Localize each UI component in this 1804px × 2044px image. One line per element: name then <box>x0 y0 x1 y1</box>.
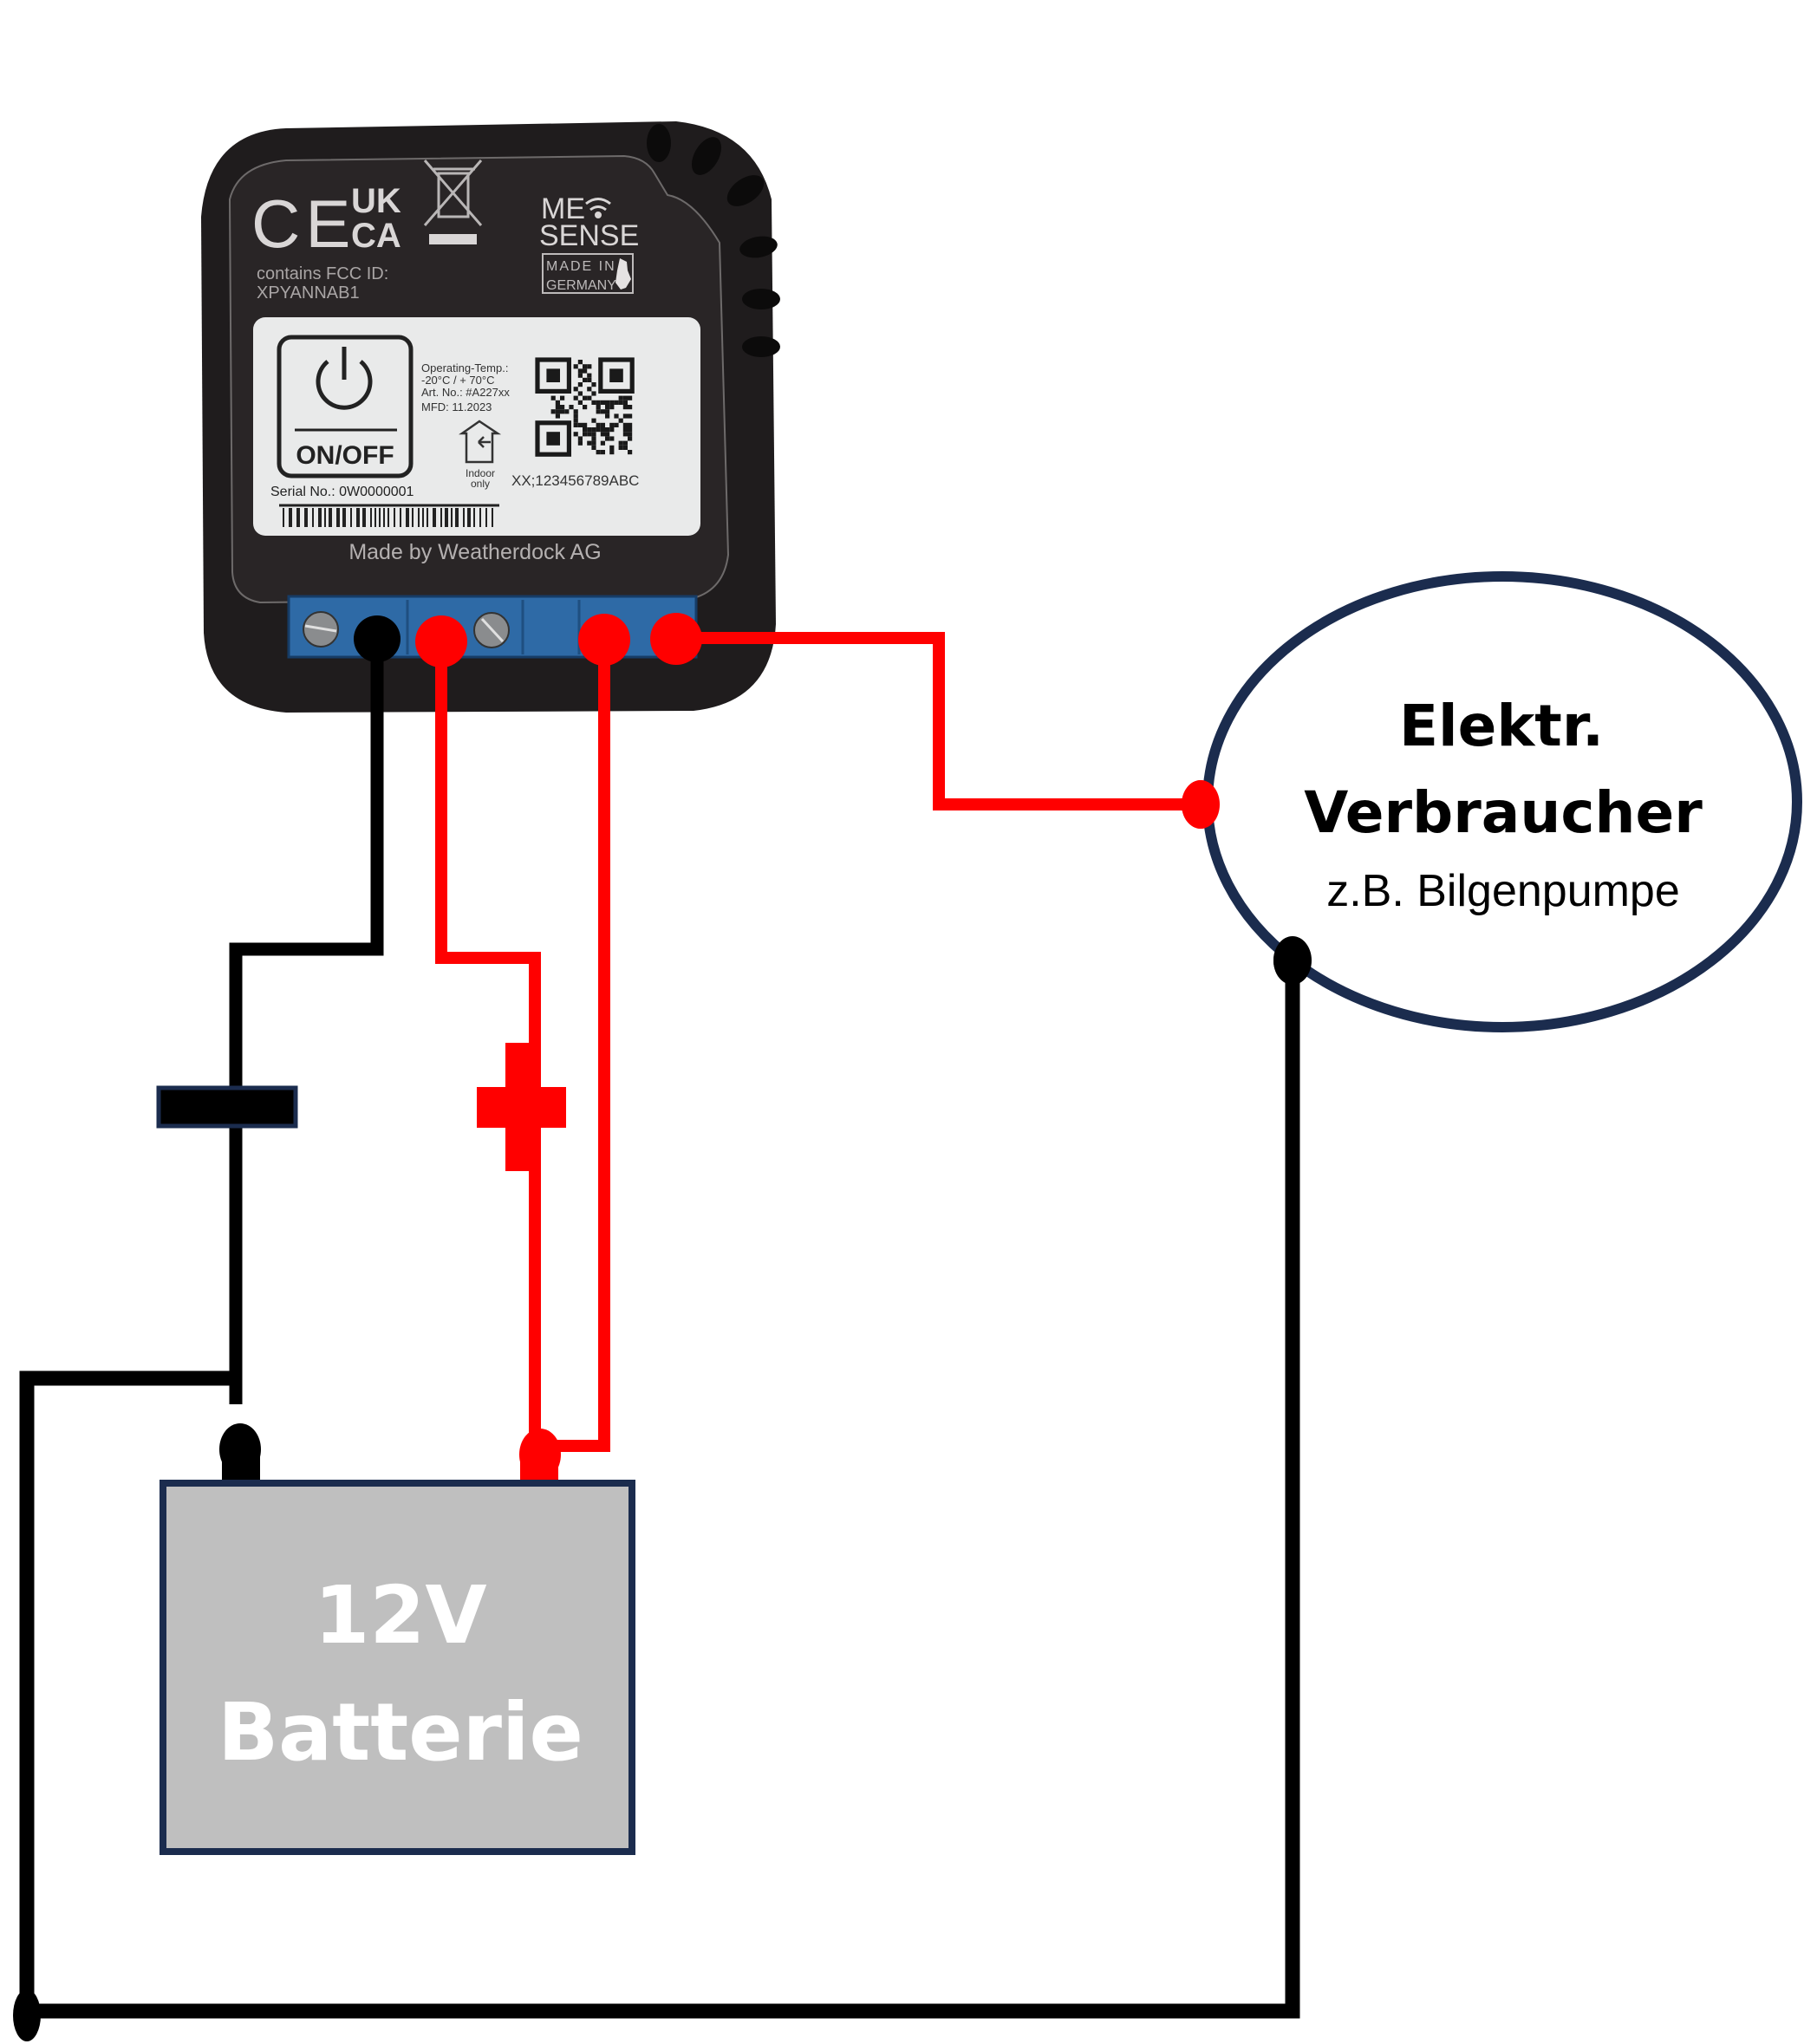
brand-line2: SENSE <box>539 219 639 252</box>
made-in-line1: MADE IN <box>546 259 616 274</box>
plus-symbol <box>477 1043 566 1171</box>
vent-slots <box>647 124 780 357</box>
crossed-out-bin-icon <box>423 159 483 244</box>
label-background <box>253 317 700 536</box>
operating-temp-value: -20°C / + 70°C <box>421 374 494 387</box>
power-button-frame <box>277 335 414 478</box>
brand-line1: ME <box>541 192 585 225</box>
ce-mark: CE <box>251 186 355 262</box>
wire-negative-device <box>229 633 384 1404</box>
minus-symbol <box>156 1085 298 1129</box>
battery-minus-terminal <box>219 1423 261 1481</box>
wire-positive-device-a <box>435 637 541 1448</box>
terminal-block <box>287 595 698 659</box>
qr-code <box>535 357 635 457</box>
wifi-icon <box>585 198 611 218</box>
power-button-text: ON/OFF <box>296 441 394 470</box>
ukca-mark-line2: CA <box>351 217 401 255</box>
made-in-line2: GERMANY <box>546 278 616 293</box>
product-label: ON/OFF Operating-Temp.: -20°C / + 70°C A… <box>253 317 700 536</box>
article-number: Art. No.: #A227xx <box>421 386 510 399</box>
dot-device-negative <box>354 615 401 662</box>
manufacturer-text: Made by Weatherdock AG <box>348 540 601 564</box>
terminal-screw-4 <box>473 612 510 648</box>
fcc-line1: contains FCC ID: <box>257 264 388 283</box>
barcode <box>283 508 493 527</box>
dot-load-plus-top <box>1182 780 1220 829</box>
germany-map-icon <box>615 258 631 290</box>
mac-address: XX;123456789ABC <box>511 472 639 489</box>
dot-device-positive-a <box>415 615 467 667</box>
terminal-screw-1 <box>303 611 339 648</box>
dot-ground-corner <box>13 1989 41 2041</box>
indoor-line1: Indoor <box>466 467 495 479</box>
dot-device-switched <box>650 613 702 665</box>
operating-temp-label: Operating-Temp.: <box>421 361 508 374</box>
fcc-line2: XPYANNAB1 <box>257 283 360 303</box>
dot-device-positive-b <box>578 614 630 666</box>
wire-switched-load <box>676 632 1205 810</box>
battery-line1: 12V <box>314 1569 486 1662</box>
dot-load-minus-top <box>1273 936 1312 985</box>
battery-line2: Batterie <box>218 1686 583 1779</box>
battery-body <box>160 1480 635 1855</box>
indoor-line2: only <box>471 478 490 490</box>
load-line3: z.B. Bilgenpumpe <box>1326 866 1680 916</box>
indoor-only-icon <box>459 420 502 464</box>
made-in-germany-badge <box>542 253 634 294</box>
load-consumer: Elektr. Verbraucher z.B. Bilgenpumpe <box>1202 571 1802 1032</box>
load-line1: Elektr. <box>1399 693 1604 759</box>
battery-plus-terminal <box>519 1429 561 1481</box>
battery: 12V Batterie <box>160 1480 635 1855</box>
ukca-mark-line1: UK <box>351 182 401 220</box>
serial-number: Serial No.: 0W0000001 <box>270 485 414 499</box>
power-icon <box>295 347 397 432</box>
load-line2: Verbraucher <box>1304 779 1703 846</box>
wire-positive-device-b <box>537 637 610 1452</box>
relay-device: CE UK CA ME SENSE MADE IN GERMANY contai… <box>201 121 780 713</box>
manufacture-date: MFD: 11.2023 <box>421 400 492 413</box>
